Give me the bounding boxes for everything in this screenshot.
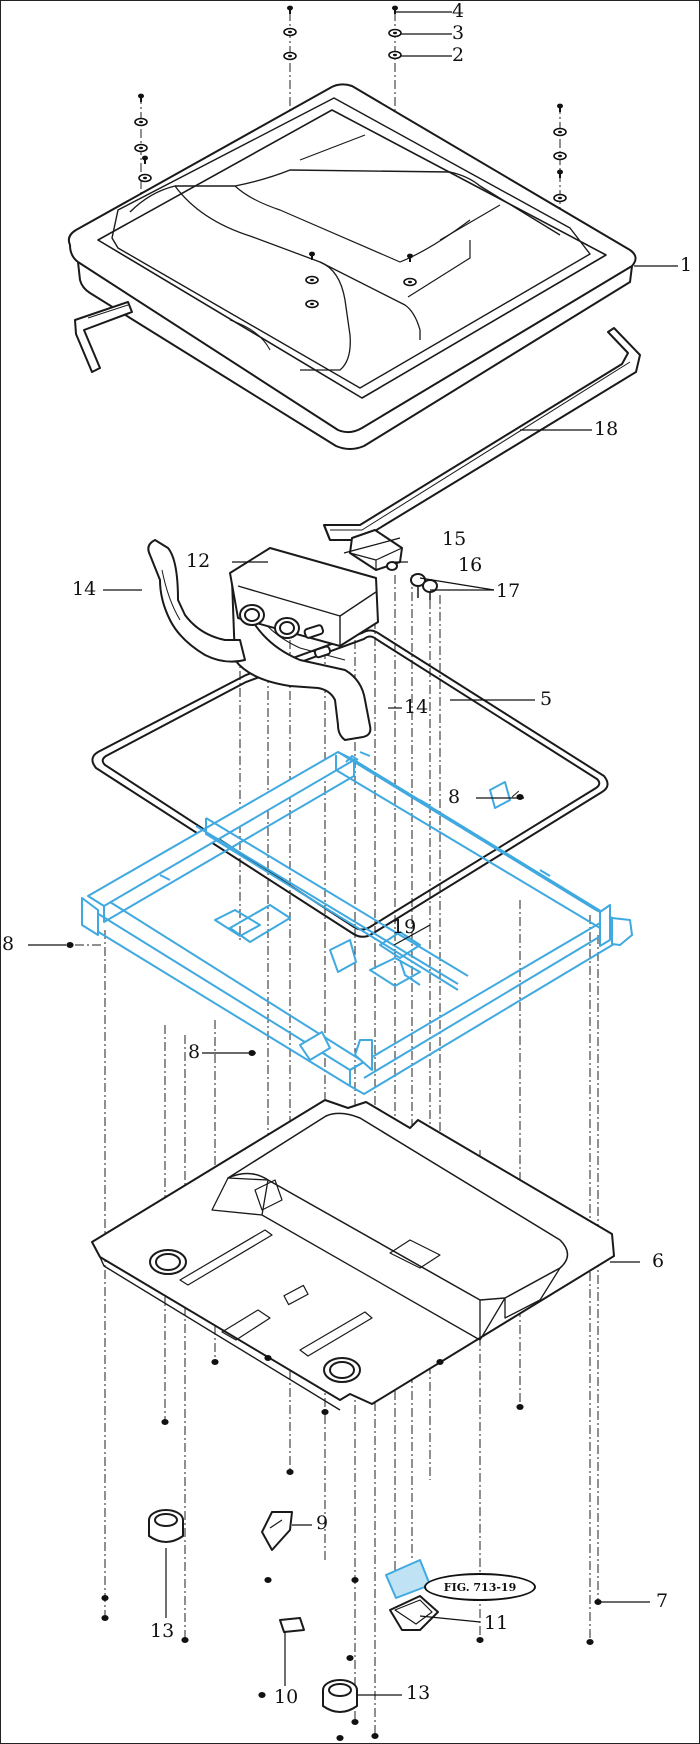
callout-11: 11 — [484, 1612, 509, 1634]
callout-1: 1 — [680, 254, 693, 276]
callout-14-upper: 14 — [72, 578, 97, 600]
callout-5: 5 — [540, 688, 553, 710]
callout-9: 9 — [316, 1512, 329, 1534]
callout-8-left: 8 — [2, 933, 15, 955]
callout-16: 16 — [458, 554, 483, 576]
small-parts — [148, 1509, 439, 1713]
callout-14-lower: 14 — [404, 696, 429, 718]
callout-6: 6 — [652, 1250, 665, 1272]
callout-7: 7 — [656, 1590, 669, 1612]
support-frame — [81, 751, 633, 1095]
callout-2: 2 — [452, 44, 465, 66]
callout-18: 18 — [594, 418, 619, 440]
callout-19: 19 — [392, 916, 417, 938]
callout-4: 4 — [452, 0, 465, 22]
seal-strip — [74, 301, 641, 541]
callout-13-right: 13 — [406, 1682, 431, 1704]
callout-8-middle: 8 — [188, 1041, 201, 1063]
callout-10: 10 — [274, 1686, 299, 1708]
callout-12: 12 — [186, 550, 211, 572]
plenum-box — [147, 539, 379, 741]
callout-3: 3 — [452, 22, 465, 44]
callout-17: 17 — [496, 580, 521, 602]
base-pan — [91, 1099, 615, 1411]
roof-dome — [67, 83, 637, 450]
callout-13-left: 13 — [150, 1620, 175, 1642]
leader-lines — [28, 11, 678, 1696]
callout-15: 15 — [442, 528, 467, 550]
figure-label: FIG. 713-19 — [424, 1573, 536, 1601]
callout-8-right: 8 — [448, 786, 461, 808]
